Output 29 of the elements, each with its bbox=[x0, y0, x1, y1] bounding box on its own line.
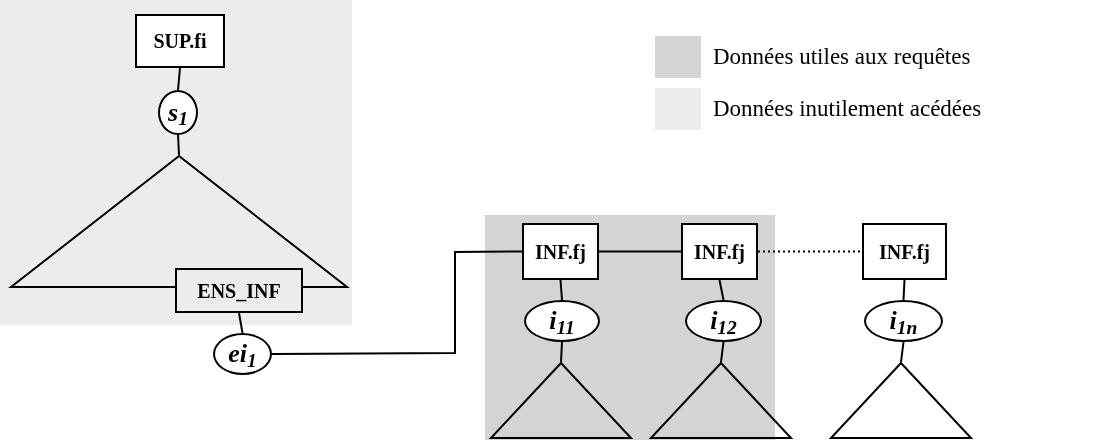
record-box bbox=[135, 14, 225, 68]
connector-line bbox=[560, 341, 563, 363]
record-label: INF.fj bbox=[694, 241, 745, 262]
connector-line bbox=[271, 250, 523, 355]
record-box bbox=[522, 223, 599, 280]
legend-label: Données inutilement acédées bbox=[713, 94, 982, 123]
connector-line bbox=[177, 134, 180, 156]
record-box bbox=[862, 223, 947, 280]
record-label: INF.fj bbox=[879, 241, 930, 262]
record-box bbox=[175, 268, 303, 313]
key-ellipse bbox=[213, 333, 272, 375]
legend-label: Données utiles aux requêtes bbox=[713, 42, 971, 71]
connector-line bbox=[902, 279, 906, 301]
record-label: SUP.fi bbox=[153, 31, 207, 51]
connector-line bbox=[718, 279, 725, 301]
record-box bbox=[681, 223, 758, 280]
connector-line bbox=[238, 312, 244, 334]
key-label: s$_{1}$ bbox=[168, 99, 188, 126]
record-label: ENS_INF bbox=[197, 280, 281, 301]
record-label: INF.fj bbox=[535, 241, 586, 262]
connector-line bbox=[177, 67, 181, 91]
key-label: i$_{11}$ bbox=[549, 308, 575, 334]
key-label: i$_{12}$ bbox=[710, 308, 737, 334]
connector-line bbox=[720, 341, 725, 363]
key-label: ei$_{1}$ bbox=[228, 341, 257, 367]
key-label: i$_{1n}$ bbox=[889, 308, 918, 334]
connector-line bbox=[598, 250, 682, 253]
connector-line bbox=[900, 341, 905, 363]
connector-line bbox=[559, 279, 563, 301]
